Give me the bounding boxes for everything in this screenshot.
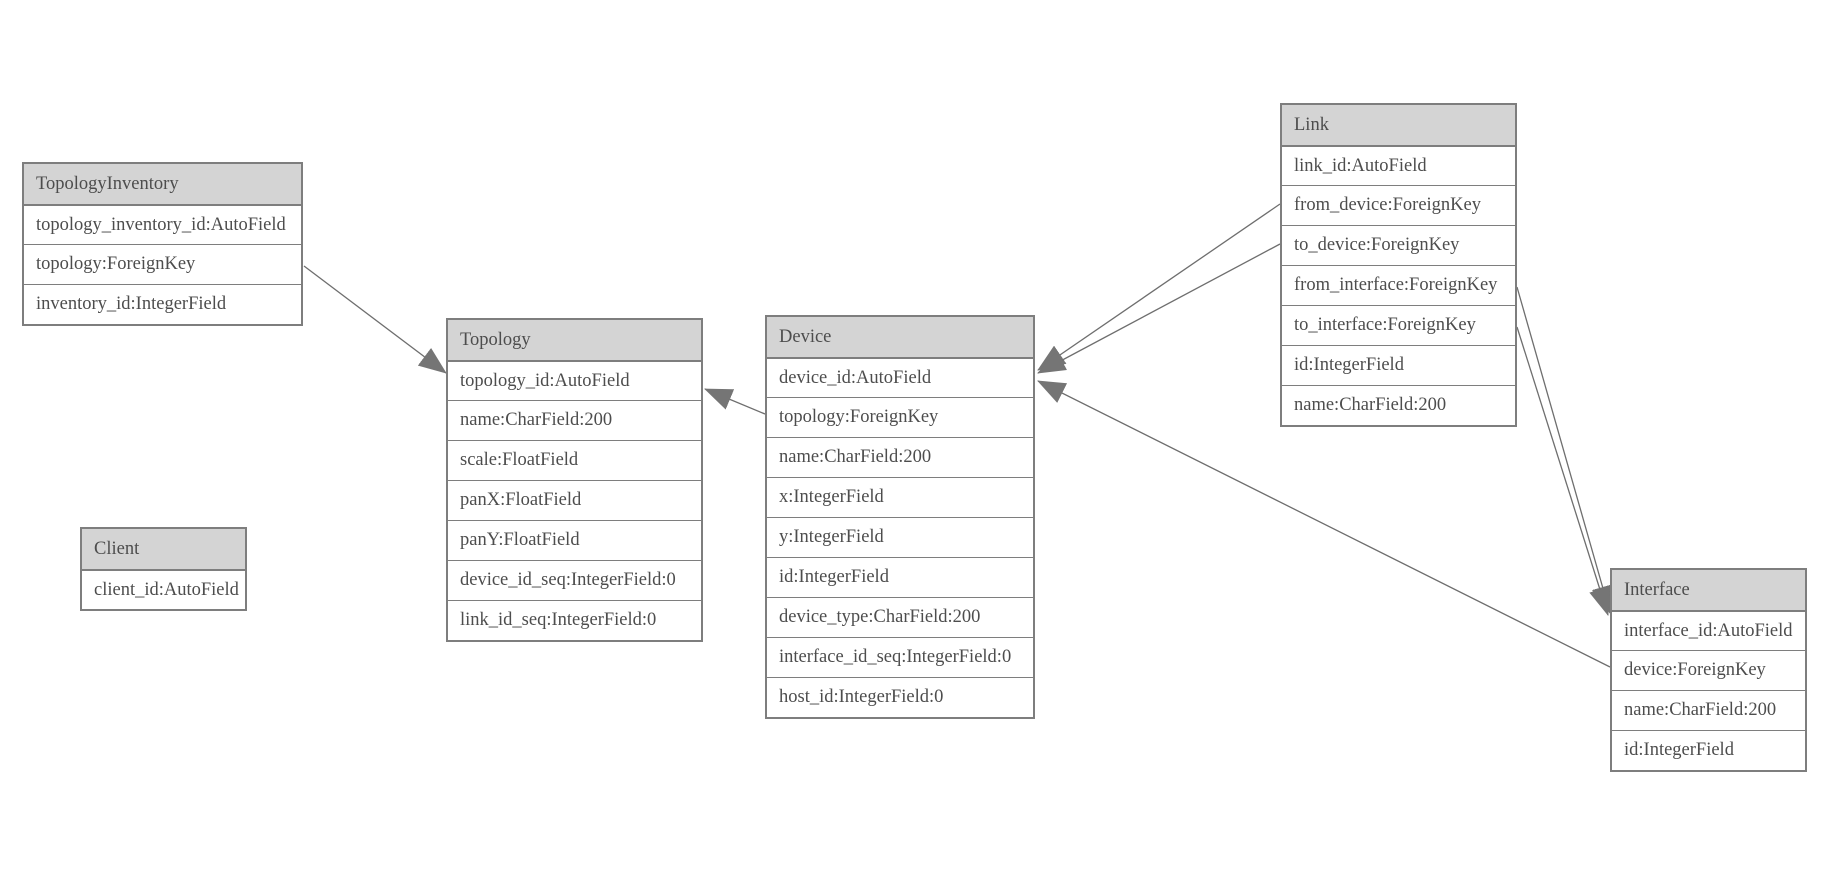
field-row-topology: name:CharField:200: [448, 400, 701, 440]
relationship-edge-link-to_interface-interface: [1516, 326, 1611, 616]
field-row-link: id:IntegerField: [1282, 345, 1515, 385]
field-row-interface: id:IntegerField: [1612, 730, 1805, 770]
field-row-topology: topology_id:AutoField: [448, 360, 701, 400]
field-row-device: y:IntegerField: [767, 517, 1033, 557]
field-row-link: to_device:ForeignKey: [1282, 225, 1515, 265]
relationship-edge-link-from_device-device: [1037, 203, 1281, 371]
field-row-topology: scale:FloatField: [448, 440, 701, 480]
field-row-topology_inventory: topology:ForeignKey: [24, 244, 301, 284]
field-row-device: x:IntegerField: [767, 477, 1033, 517]
table-title-topology_inventory: TopologyInventory: [24, 164, 301, 204]
field-row-link: name:CharField:200: [1282, 385, 1515, 425]
table-title-topology: Topology: [448, 320, 701, 360]
field-row-topology: link_id_seq:IntegerField:0: [448, 600, 701, 640]
field-row-topology: device_id_seq:IntegerField:0: [448, 560, 701, 600]
field-row-device: topology:ForeignKey: [767, 397, 1033, 437]
field-row-device: id:IntegerField: [767, 557, 1033, 597]
field-row-device: name:CharField:200: [767, 437, 1033, 477]
field-row-topology: panX:FloatField: [448, 480, 701, 520]
table-title-interface: Interface: [1612, 570, 1805, 610]
relationship-edge-link-from_interface-interface: [1516, 286, 1614, 614]
field-row-device: device_id:AutoField: [767, 357, 1033, 397]
field-row-link: from_device:ForeignKey: [1282, 185, 1515, 225]
field-row-topology: panY:FloatField: [448, 520, 701, 560]
field-row-interface: name:CharField:200: [1612, 690, 1805, 730]
field-row-device: device_type:CharField:200: [767, 597, 1033, 637]
field-row-interface: interface_id:AutoField: [1612, 610, 1805, 650]
relationship-edge-topologyinventory-topology: [303, 265, 447, 374]
field-row-topology_inventory: inventory_id:IntegerField: [24, 284, 301, 324]
field-row-client: client_id:AutoField: [82, 569, 245, 609]
field-row-device: host_id:IntegerField:0: [767, 677, 1033, 717]
field-row-topology_inventory: topology_inventory_id:AutoField: [24, 204, 301, 244]
field-row-interface: device:ForeignKey: [1612, 650, 1805, 690]
table-title-device: Device: [767, 317, 1033, 357]
relationship-edge-interface-device: [1037, 380, 1611, 668]
table-title-link: Link: [1282, 105, 1515, 145]
relationship-edge-link-to_device-device: [1037, 243, 1281, 374]
relationship-edge-device-topology: [704, 388, 766, 415]
field-row-link: from_interface:ForeignKey: [1282, 265, 1515, 305]
field-row-device: interface_id_seq:IntegerField:0: [767, 637, 1033, 677]
field-row-link: to_interface:ForeignKey: [1282, 305, 1515, 345]
field-row-link: link_id:AutoField: [1282, 145, 1515, 185]
table-title-client: Client: [82, 529, 245, 569]
